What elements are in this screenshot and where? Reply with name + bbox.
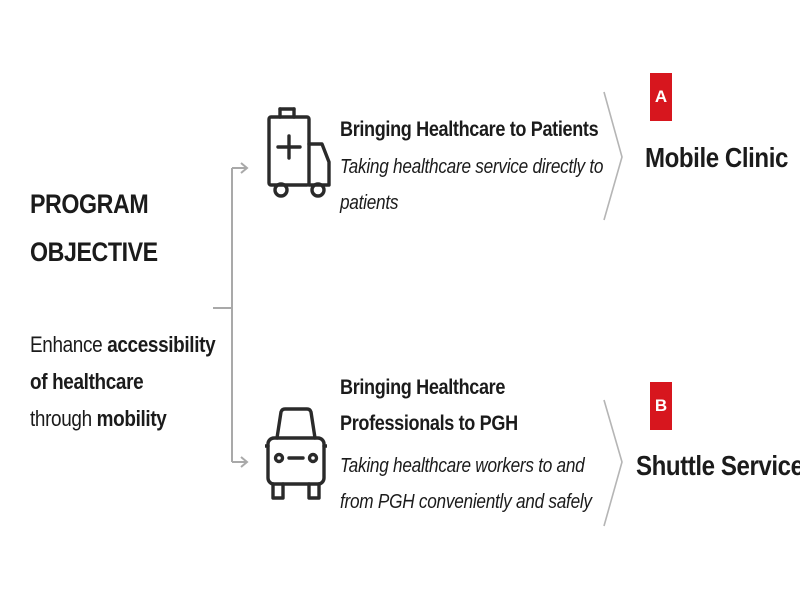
desc-emphasis: of healthcare xyxy=(30,369,144,394)
item-a-description: Taking healthcare service directly to pa… xyxy=(340,149,604,221)
desc-line-3: through mobility xyxy=(30,400,219,437)
heading-line: Bringing Healthcare to Patients xyxy=(340,118,599,141)
desc-line-2: of healthcare xyxy=(30,363,219,400)
heading-line: Professionals to PGH xyxy=(340,412,518,435)
desc-emphasis: mobility xyxy=(96,406,167,431)
result-shuttle-service: Shuttle Service xyxy=(636,450,800,481)
program-objective-description: Enhance accessibility of healthcare thro… xyxy=(30,326,219,437)
badge-a: A xyxy=(650,73,672,121)
ambulance-icon xyxy=(266,106,332,198)
desc-text: through xyxy=(30,406,97,431)
chevron-a xyxy=(603,91,623,221)
car-icon xyxy=(265,406,327,504)
desc-emphasis: accessibility xyxy=(107,332,216,357)
chevron-b xyxy=(603,399,623,527)
result-mobile-clinic: Mobile Clinic xyxy=(645,142,788,173)
desc-line: patients xyxy=(340,192,399,214)
program-objective-title: PROGRAM OBJECTIVE xyxy=(30,180,193,276)
item-b-heading: Bringing Healthcare Professionals to PGH xyxy=(340,370,518,442)
title-line-1: PROGRAM xyxy=(30,189,149,219)
arrowhead-b xyxy=(240,456,249,468)
item-b-description: Taking healthcare workers to and from PG… xyxy=(340,448,592,520)
desc-text: Enhance xyxy=(30,332,108,357)
title-line-2: OBJECTIVE xyxy=(30,237,158,267)
badge-b: B xyxy=(650,382,672,430)
item-a-heading: Bringing Healthcare to Patients xyxy=(340,112,599,148)
heading-line: Bringing Healthcare xyxy=(340,376,506,399)
arrowhead-a xyxy=(240,162,249,174)
desc-line: Taking healthcare service directly to xyxy=(340,156,604,178)
desc-line-1: Enhance accessibility xyxy=(30,326,219,363)
desc-line: from PGH conveniently and safely xyxy=(340,491,592,513)
desc-line: Taking healthcare workers to and xyxy=(340,455,585,477)
